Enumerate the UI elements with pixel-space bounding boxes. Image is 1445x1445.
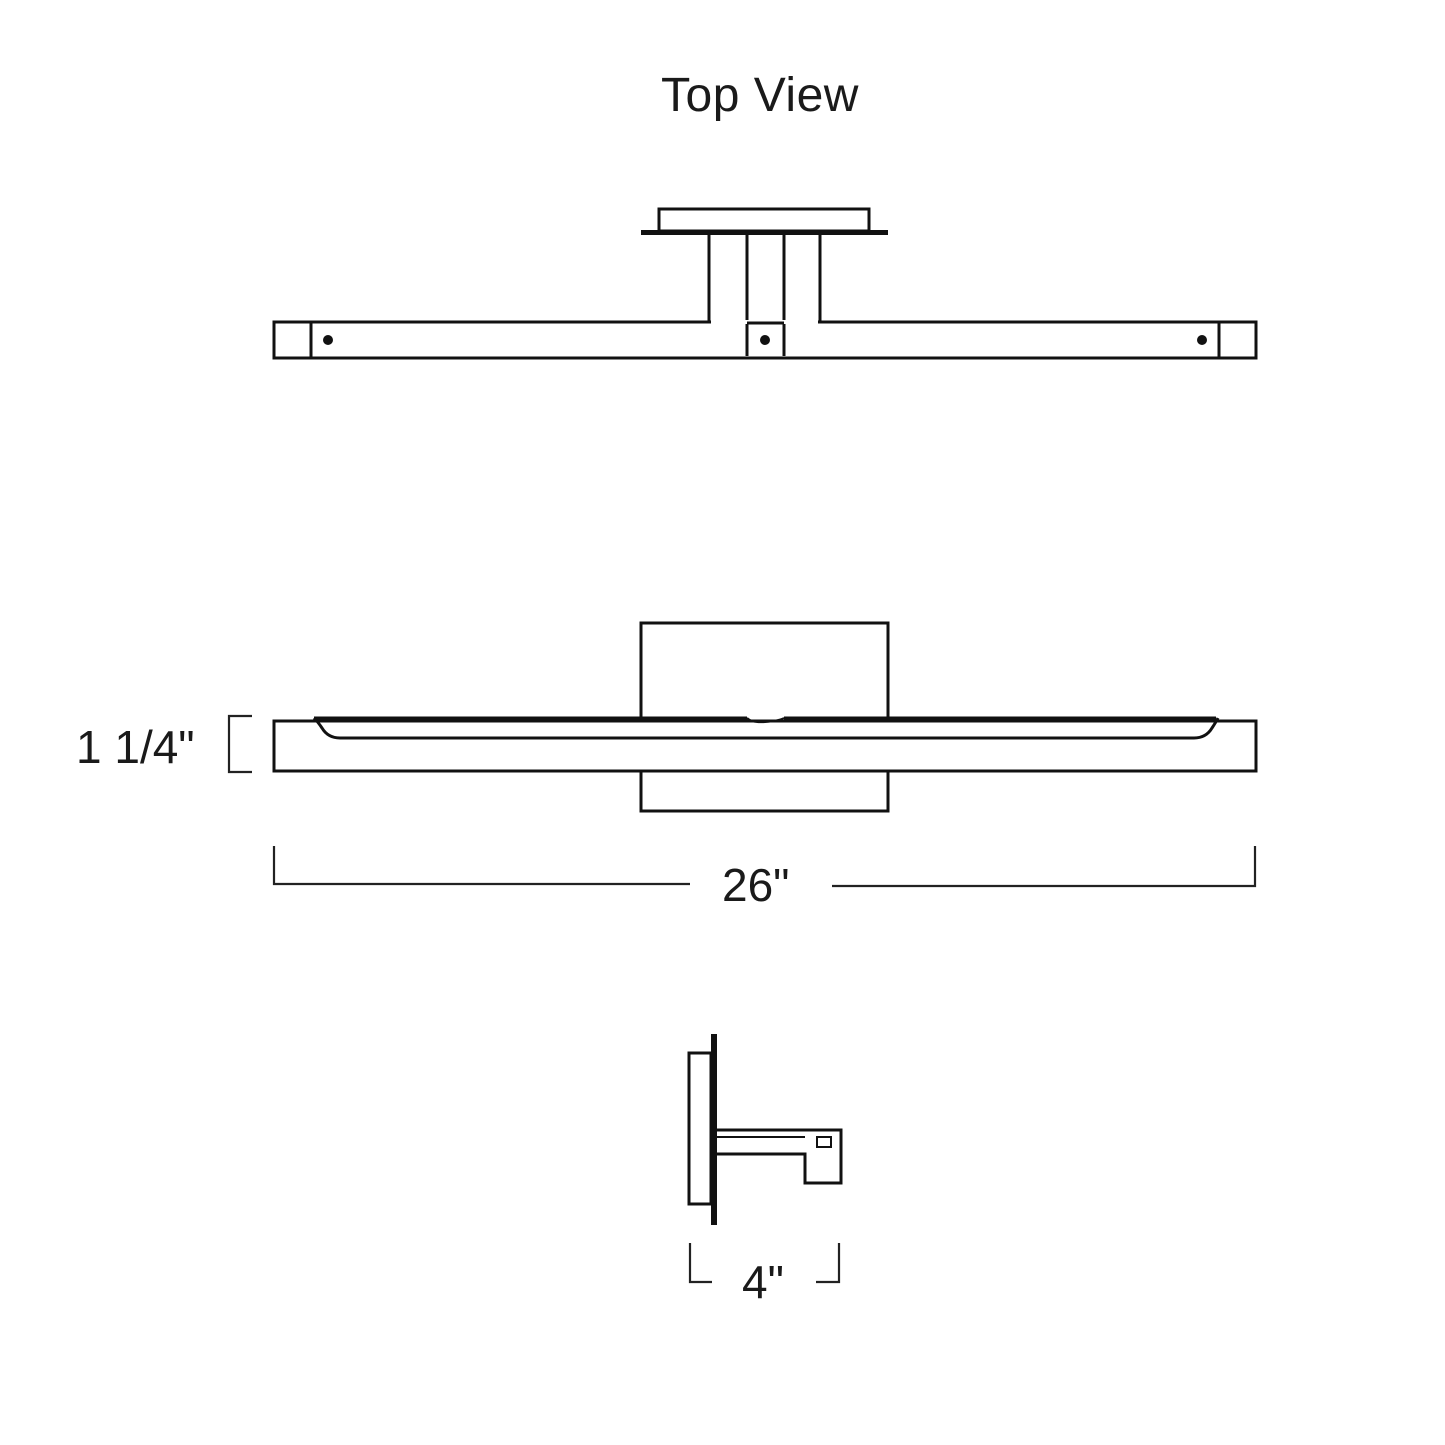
canopy-flange	[641, 230, 888, 235]
height-dimension-bracket	[227, 714, 252, 774]
height-dimension-label: 1 1/4"	[76, 721, 195, 773]
arm-outline	[310, 235, 1219, 324]
width-dimension-right	[832, 846, 1257, 888]
side-wall-plate	[711, 1034, 717, 1225]
screw-right-icon	[1197, 335, 1207, 345]
side-canopy	[687, 1051, 713, 1206]
top-view-drawing	[272, 207, 1258, 360]
top-view-title: Top View	[661, 69, 859, 122]
depth-dimension-right	[816, 1243, 841, 1284]
screw-left-icon	[323, 335, 333, 345]
front-bar	[272, 719, 1258, 773]
front-view-drawing	[272, 621, 1258, 813]
canopy-plate	[657, 207, 871, 233]
side-arm	[717, 1128, 843, 1185]
side-view-drawing	[687, 1034, 843, 1225]
width-dimension-label: 26"	[722, 859, 790, 911]
screw-center-icon	[760, 335, 770, 345]
depth-dimension-label: 4"	[742, 1256, 784, 1308]
side-screw-block	[816, 1136, 832, 1148]
lens-curve	[312, 716, 1220, 740]
depth-dimension-left	[688, 1243, 712, 1284]
width-dimension-left	[272, 846, 690, 886]
